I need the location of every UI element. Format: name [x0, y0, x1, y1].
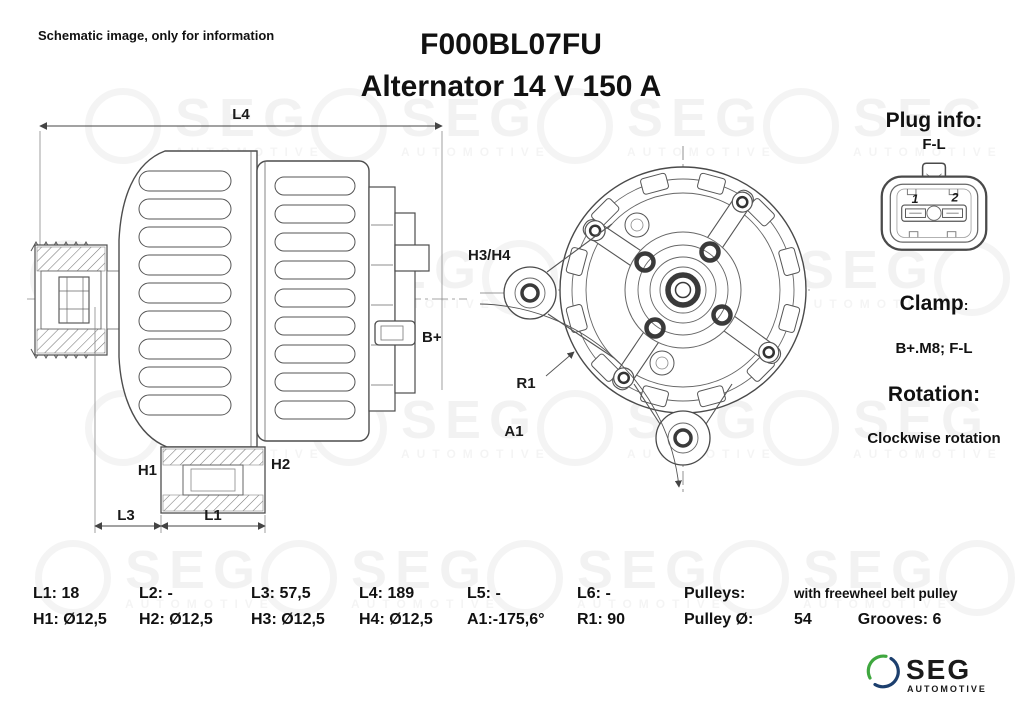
title-block: F000BL07FU Alternator 14 V 150 A — [181, 27, 841, 105]
spec-cell-h2: H2: Ø12,5 — [139, 611, 213, 628]
clamp-value: B+.M8; F-L — [895, 340, 973, 357]
logo-navy-arc — [873, 656, 900, 689]
grooves-value: Grooves: 6 — [857, 611, 942, 628]
dim-label-l4: L4 — [232, 106, 250, 123]
seg-automotive-logo: SEG AUTOMOTIVE — [866, 654, 987, 694]
spec-cell-l4: L4: 189 — [359, 585, 415, 602]
clamp-heading: Clamp: — [899, 292, 969, 315]
logo-green-arc — [866, 654, 888, 680]
dim-label-r1: R1 — [516, 375, 535, 392]
spec-cell-a1: A1:-175,6° — [467, 611, 545, 628]
rotation-value: Clockwise rotation — [867, 430, 1001, 447]
plug-info-heading: Plug info: — [885, 109, 983, 132]
logo-sub-text: AUTOMOTIVE — [907, 684, 987, 694]
spec-cell-l2: L2: - — [139, 585, 173, 602]
pulley-diameter-value: 54 — [794, 611, 812, 628]
spec-cell-pulley-type: with freewheel belt pulley — [794, 586, 958, 601]
plug-connector-drawing: 1 2 — [880, 162, 988, 251]
spec-cell-pulley-values: 54 Grooves: 6 — [794, 607, 1004, 633]
plug-info-panel: Plug info: F-L 1 2 Clamp: B+.M8; F-L Rot… — [845, 108, 1023, 448]
dim-label-l3: L3 — [117, 507, 135, 524]
logo-brand-text: SEG — [906, 654, 971, 685]
spec-cell-l3: L3: 57,5 — [251, 585, 311, 602]
terminal-label-b-plus: B+ — [422, 329, 442, 346]
spec-cell-h1: H1: Ø12,5 — [33, 611, 107, 628]
spec-cell-l1: L1: 18 — [33, 585, 80, 602]
dim-label-h3-h4: H3/H4 — [468, 247, 511, 264]
rotation-heading: Rotation: — [887, 383, 981, 406]
spec-cell-r1: R1: 90 — [577, 611, 626, 628]
plug-pin-1-label: 1 — [912, 192, 919, 206]
dim-label-h2: H2 — [271, 456, 290, 473]
spec-table: L1: 18 L2: - L3: 57,5 L4: 189 L5: - L6: … — [33, 581, 1004, 633]
spec-cell-l5: L5: - — [467, 585, 501, 602]
spec-cell-h4: H4: Ø12,5 — [359, 611, 433, 628]
plug-pin-2-label: 2 — [950, 190, 958, 204]
part-number: F000BL07FU — [420, 28, 602, 61]
spec-cell-h3: H3: Ø12,5 — [251, 611, 325, 628]
dim-label-a1: A1 — [504, 423, 523, 440]
dim-label-l1: L1 — [204, 507, 222, 524]
dim-label-h1: H1 — [138, 462, 157, 479]
plug-type: F-L — [922, 136, 946, 153]
alternator-front-view-drawing: H3/H4 R1 A1 — [468, 146, 810, 494]
spec-cell-pulleys-label: Pulleys: — [684, 585, 746, 602]
product-title: Alternator 14 V 150 A — [360, 70, 662, 103]
schematic-disclaimer: Schematic image, only for information — [38, 28, 275, 43]
spec-cell-l6: L6: - — [577, 585, 611, 602]
spec-cell-pulley-diameter-label: Pulley Ø: — [684, 611, 754, 628]
alternator-side-view-drawing: L4 B+ — [27, 106, 467, 533]
